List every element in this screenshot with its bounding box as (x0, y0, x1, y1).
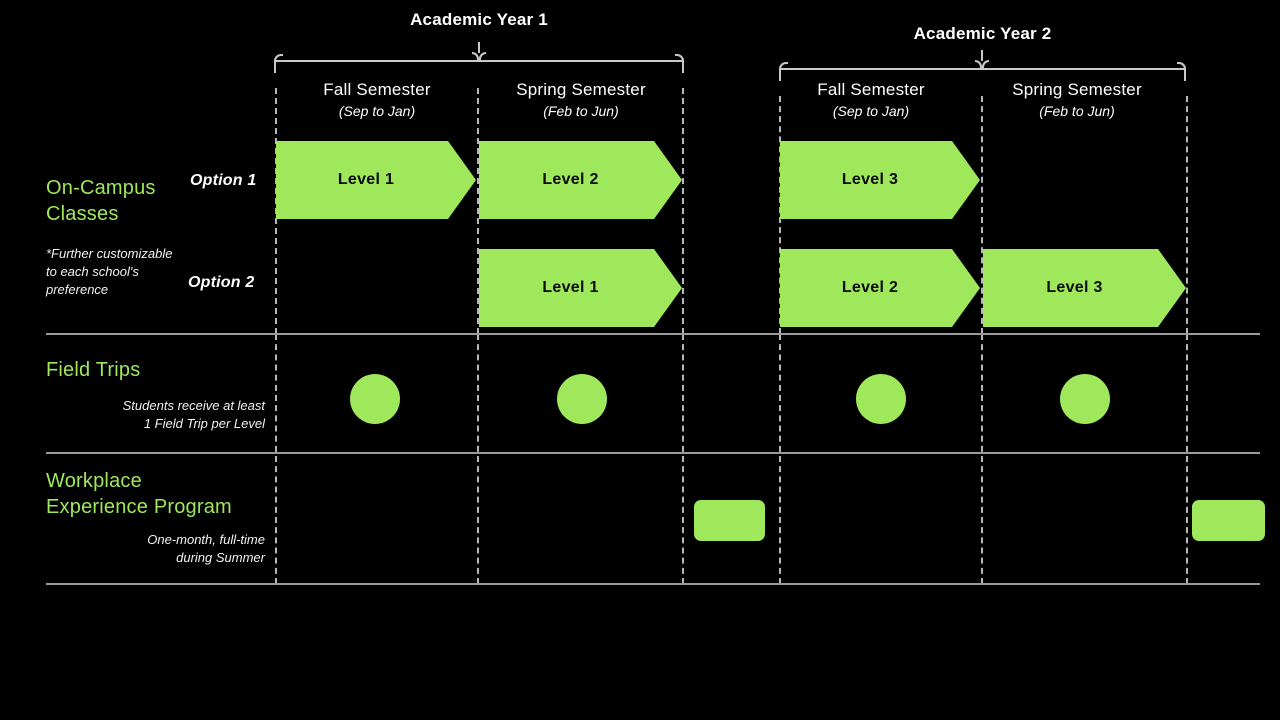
arrow-label: Level 2 (841, 279, 899, 296)
column-divider-y1-mid-lower (477, 334, 479, 584)
semester-header-y1-fall: Fall Semester (Sep to Jan) (277, 79, 477, 121)
bracket-bar (274, 60, 684, 62)
bracket-corner-right (1177, 62, 1186, 71)
arrow-option2-y2-spring[interactable]: Level 3 (983, 249, 1186, 327)
section-divider-3 (46, 583, 1260, 585)
arrow-label: Level 3 (1046, 279, 1103, 296)
row-title-line1: On-Campus (46, 177, 156, 199)
row-note-workplace: One-month, full-time during Summer (46, 531, 265, 567)
bracket-tick-right (479, 52, 486, 60)
semester-months: (Feb to Jun) (1039, 103, 1115, 119)
row-note-line3: preference (46, 282, 109, 297)
semester-name: Fall Semester (323, 80, 431, 99)
academic-year-2-title: Academic Year 2 (913, 24, 1052, 43)
arrow-option1-y2-fall[interactable]: Level 3 (780, 141, 980, 219)
arrow-label: Level 1 (337, 171, 395, 188)
row-note-field-trips: Students receive at least 1 Field Trip p… (46, 397, 265, 433)
semester-header-y2-fall: Fall Semester (Sep to Jan) (771, 79, 971, 121)
row-note-line1: Students receive at least (122, 398, 265, 413)
arrow-option1-y1-fall[interactable]: Level 1 (276, 141, 476, 219)
column-divider-y1-end-lower (682, 334, 684, 584)
bracket-bar (779, 68, 1186, 70)
field-trip-marker-y1-spring[interactable] (557, 374, 607, 424)
semester-months: (Sep to Jan) (832, 103, 910, 119)
row-note-line2: during Summer (176, 550, 265, 565)
semester-name: Spring Semester (516, 80, 646, 99)
column-divider-y1-start-lower (275, 334, 277, 584)
row-note-on-campus: *Further customizable to each school's p… (46, 245, 236, 299)
row-title-workplace: Workplace Experience Program (46, 468, 306, 520)
bracket-corner-right (675, 54, 684, 63)
arrow-option2-y1-spring[interactable]: Level 1 (479, 249, 682, 327)
field-trip-marker-y2-fall[interactable] (856, 374, 906, 424)
column-divider-y2-end-lower (1186, 334, 1188, 584)
bracket-tick-right (982, 60, 989, 68)
arrow-label: Level 1 (542, 279, 599, 296)
row-title-line2: Classes (46, 203, 119, 225)
column-divider-y2-mid-lower (981, 334, 983, 584)
field-trip-marker-y2-spring[interactable] (1060, 374, 1110, 424)
bracket-tick-left (472, 52, 479, 60)
arrow-label: Level 2 (542, 171, 599, 188)
row-title-line2: Experience Program (46, 496, 232, 518)
row-title-line1: Workplace (46, 470, 142, 492)
bracket-corner-left (779, 62, 788, 71)
academic-year-1-bracket (274, 42, 684, 76)
section-divider-1 (46, 333, 1260, 335)
semester-months: (Feb to Jun) (543, 103, 619, 119)
bracket-corner-left (274, 54, 283, 63)
row-title-on-campus: On-Campus Classes (46, 175, 226, 227)
bracket-tick-stem (478, 42, 480, 53)
column-divider-y2-end (1186, 96, 1188, 334)
semester-name: Fall Semester (817, 80, 925, 99)
bracket-cap-right (682, 60, 684, 73)
semester-header-y2-spring: Spring Semester (Feb to Jun) (977, 79, 1177, 121)
column-divider-y1-end (682, 88, 684, 334)
column-divider-y2-mid (981, 96, 983, 334)
bracket-tick-left (975, 60, 982, 68)
column-divider-y1-mid (477, 88, 479, 334)
academic-year-1-title: Academic Year 1 (410, 10, 548, 29)
arrow-option2-y2-fall[interactable]: Level 2 (780, 249, 980, 327)
semester-months: (Sep to Jan) (338, 103, 416, 119)
arrow-label: Level 3 (841, 171, 899, 188)
semester-header-y1-spring: Spring Semester (Feb to Jun) (481, 79, 681, 121)
field-trip-marker-y1-fall[interactable] (350, 374, 400, 424)
row-title-field-trips: Field Trips (46, 359, 141, 381)
column-divider-y2-start-lower (779, 334, 781, 584)
arrow-option1-y1-spring[interactable]: Level 2 (479, 141, 682, 219)
row-note-line1: One-month, full-time (147, 532, 265, 547)
row-note-line2: to each school's (46, 264, 139, 279)
bracket-tick-stem (981, 50, 983, 61)
bracket-cap-left (274, 60, 276, 73)
section-divider-2 (46, 452, 1260, 454)
bracket-cap-left (779, 68, 781, 81)
row-note-line2: 1 Field Trip per Level (143, 416, 265, 431)
workplace-marker-summer-1[interactable] (694, 500, 765, 541)
workplace-marker-summer-2[interactable] (1192, 500, 1265, 541)
row-note-line1: *Further customizable (46, 246, 173, 261)
semester-name: Spring Semester (1012, 80, 1142, 99)
academic-year-2-bracket (779, 50, 1186, 84)
option-1-label: Option 1 (190, 172, 257, 189)
option-2-label: Option 2 (188, 274, 255, 291)
bracket-cap-right (1184, 68, 1186, 81)
